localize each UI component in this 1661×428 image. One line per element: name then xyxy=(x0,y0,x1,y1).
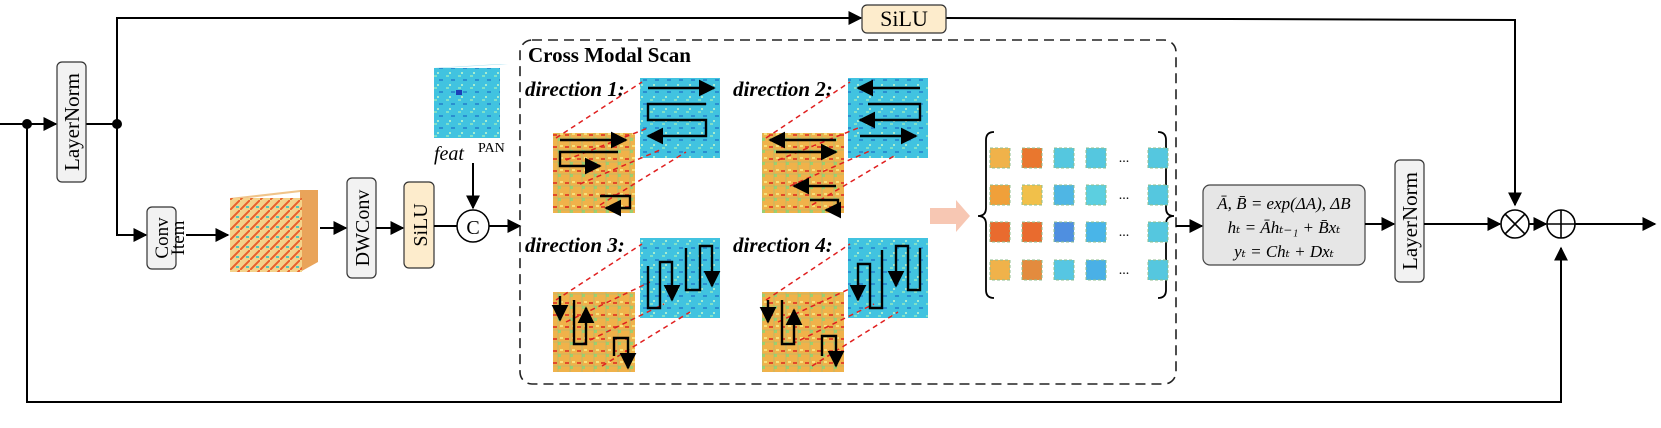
direction-2-label: direction 2: xyxy=(733,77,833,101)
direction-3-panel: direction 3: xyxy=(525,233,721,372)
feature-token xyxy=(1021,147,1043,169)
feature-token xyxy=(1147,184,1169,206)
cross-modal-scan-box xyxy=(519,39,1177,385)
direction-4-panel: direction 4: xyxy=(733,233,928,372)
feature-token xyxy=(1147,147,1169,169)
feature-token xyxy=(1021,221,1043,243)
add-node xyxy=(1546,209,1576,239)
ellipsis-text: ... xyxy=(1119,263,1130,278)
feature-token xyxy=(1021,184,1043,206)
dwconv-box: DWConv xyxy=(346,177,377,279)
feature-token xyxy=(1085,184,1107,206)
direction-4-label: direction 4: xyxy=(733,233,833,257)
sequence-matrix: ............ xyxy=(977,131,1175,299)
scan-title: Cross Modal Scan xyxy=(528,43,691,67)
layernorm-right-box: LayerNorm xyxy=(1394,159,1425,283)
concat-node: C xyxy=(456,209,490,243)
peach-arrow-icon xyxy=(930,200,970,232)
feature-token xyxy=(1053,259,1075,281)
layernorm-left-box: LayerNorm xyxy=(56,61,87,183)
direction-2-panel: direction 2: xyxy=(733,77,928,219)
feature-token xyxy=(1147,259,1169,281)
pan-feature-image xyxy=(434,64,508,138)
feature-token xyxy=(1053,184,1075,206)
equation-line-1: Ā, B̄ = exp(ΔA), ΔB xyxy=(1216,194,1351,213)
skip-connection-lines xyxy=(0,11,1568,403)
concat-label: C xyxy=(466,217,479,239)
feature-cube xyxy=(230,190,318,272)
feature-token xyxy=(1021,259,1043,281)
feature-token xyxy=(1085,221,1107,243)
feature-token xyxy=(989,259,1011,281)
conv-item-box: Conv Item xyxy=(146,206,189,270)
item-label: Item xyxy=(168,220,189,255)
direction-1-panel: direction 1: xyxy=(525,77,720,217)
conv-label: Conv xyxy=(152,217,173,259)
equation-line-3: yₜ = Chₜ + Dxₜ xyxy=(1232,242,1335,261)
feature-token xyxy=(1053,221,1075,243)
direction-1-label: direction 1: xyxy=(525,77,625,101)
feature-token xyxy=(1147,221,1169,243)
ellipsis-text: ... xyxy=(1119,151,1130,166)
multiply-node xyxy=(1500,209,1530,239)
feature-token xyxy=(989,147,1011,169)
ellipsis-text: ... xyxy=(1119,188,1130,203)
feature-token xyxy=(1085,259,1107,281)
silu-mid-label: SiLU xyxy=(410,203,432,247)
feature-token xyxy=(989,184,1011,206)
top-silu-box: SiLU xyxy=(861,4,947,34)
feature-token xyxy=(989,221,1011,243)
feature-token xyxy=(1085,147,1107,169)
dwconv-label: DWConv xyxy=(352,190,374,267)
layernorm-right-label: LayerNorm xyxy=(1398,172,1422,270)
direction-3-label: direction 3: xyxy=(525,233,625,257)
layernorm-left-label: LayerNorm xyxy=(60,73,84,171)
equation-line-2: hₜ = Āhₜ₋₁ + B̄xₜ xyxy=(1228,218,1342,237)
feature-token xyxy=(1053,147,1075,169)
silu-mid-box: SiLU xyxy=(403,181,435,269)
feat-sup: PAN xyxy=(478,141,505,156)
ellipsis-text: ... xyxy=(1119,225,1130,240)
ssm-equation-box: Ā, B̄ = exp(ΔA), ΔB hₜ = Āhₜ₋₁ + B̄xₜ yₜ… xyxy=(1202,184,1366,266)
top-silu-label: SiLU xyxy=(880,6,928,31)
feat-label: feat xyxy=(434,143,464,165)
